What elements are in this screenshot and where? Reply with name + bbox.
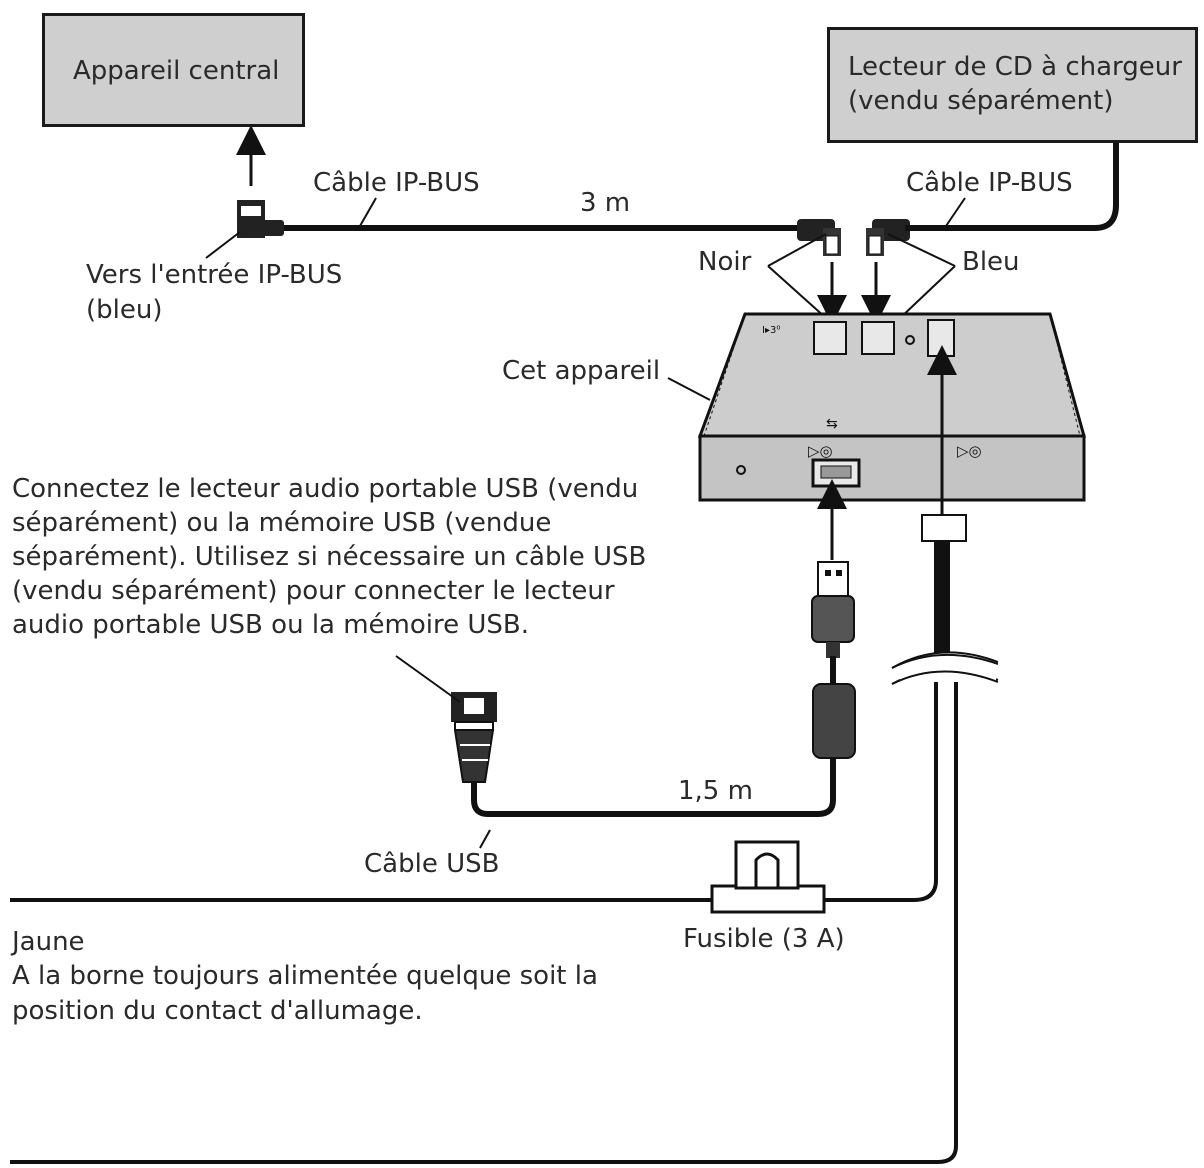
- svg-text:▷◎: ▷◎: [957, 442, 982, 460]
- head-unit-label: Appareil central: [73, 56, 280, 86]
- power-connector: [921, 514, 967, 542]
- ipbus-plug-left: [237, 200, 284, 238]
- blue-label: Bleu: [962, 247, 1020, 277]
- this-unit-label: Cet appareil: [502, 356, 661, 386]
- fuse-label: Fusible (3 A): [683, 924, 845, 954]
- usb-cable: [471, 656, 836, 817]
- usb-note-line: séparément). Utilisez si nécessaire un c…: [12, 542, 647, 572]
- usb-note-line: séparément) ou la mémoire USB (vendue: [12, 508, 552, 538]
- yellow-label: Jaune: [12, 927, 85, 957]
- yellow-desc-line1: A la borne toujours alimentée quelque so…: [12, 961, 598, 991]
- fuse-holder: [710, 840, 826, 914]
- cd-changer-label-line1: Lecteur de CD à chargeur: [848, 52, 1182, 82]
- blue-plug: [866, 219, 910, 256]
- svg-text:▷◎: ▷◎: [808, 442, 833, 460]
- usb-note: Connectez le lecteur audio portable USB …: [12, 472, 646, 642]
- this-unit-drawing: I▸3⁰ ▷◎ ▷◎ ⇆: [697, 312, 1086, 502]
- cd-changer-label-line2: (vendu séparément): [848, 86, 1114, 116]
- black-label: Noir: [698, 247, 752, 277]
- usb-plug: [811, 561, 856, 759]
- cd-changer-box: Lecteur de CD à chargeur (vendu séparéme…: [827, 27, 1198, 143]
- usb-socket: [451, 692, 497, 783]
- svg-text:⇆: ⇆: [826, 416, 838, 432]
- head-unit-box: Appareil central: [42, 13, 305, 127]
- ipbus-cable-cd: [905, 142, 1119, 231]
- usb-note-line: Connectez le lecteur audio portable USB …: [12, 474, 639, 504]
- length-3m-label: 3 m: [580, 188, 631, 218]
- svg-text:I▸3⁰: I▸3⁰: [762, 325, 780, 336]
- power-cable-ground: [10, 682, 958, 1164]
- yellow-desc-line2: position du contact d'allumage.: [12, 996, 423, 1026]
- length-1-5m-label: 1,5 m: [678, 776, 753, 806]
- black-plug: [797, 219, 841, 256]
- ipbus-cable-right-label: Câble IP-BUS: [906, 168, 1073, 198]
- power-cable-yellow: [824, 682, 938, 902]
- to-ipbus-input-label-line2: (bleu): [86, 295, 163, 325]
- usb-note-line: audio portable USB ou la mémoire USB.: [12, 610, 530, 640]
- usb-cable-label: Câble USB: [364, 849, 500, 879]
- ipbus-cable-left-label: Câble IP-BUS: [313, 168, 480, 198]
- to-ipbus-input-label-line1: Vers l'entrée IP-BUS: [86, 260, 343, 290]
- usb-note-line: (vendu séparément) pour connecter le lec…: [12, 576, 615, 606]
